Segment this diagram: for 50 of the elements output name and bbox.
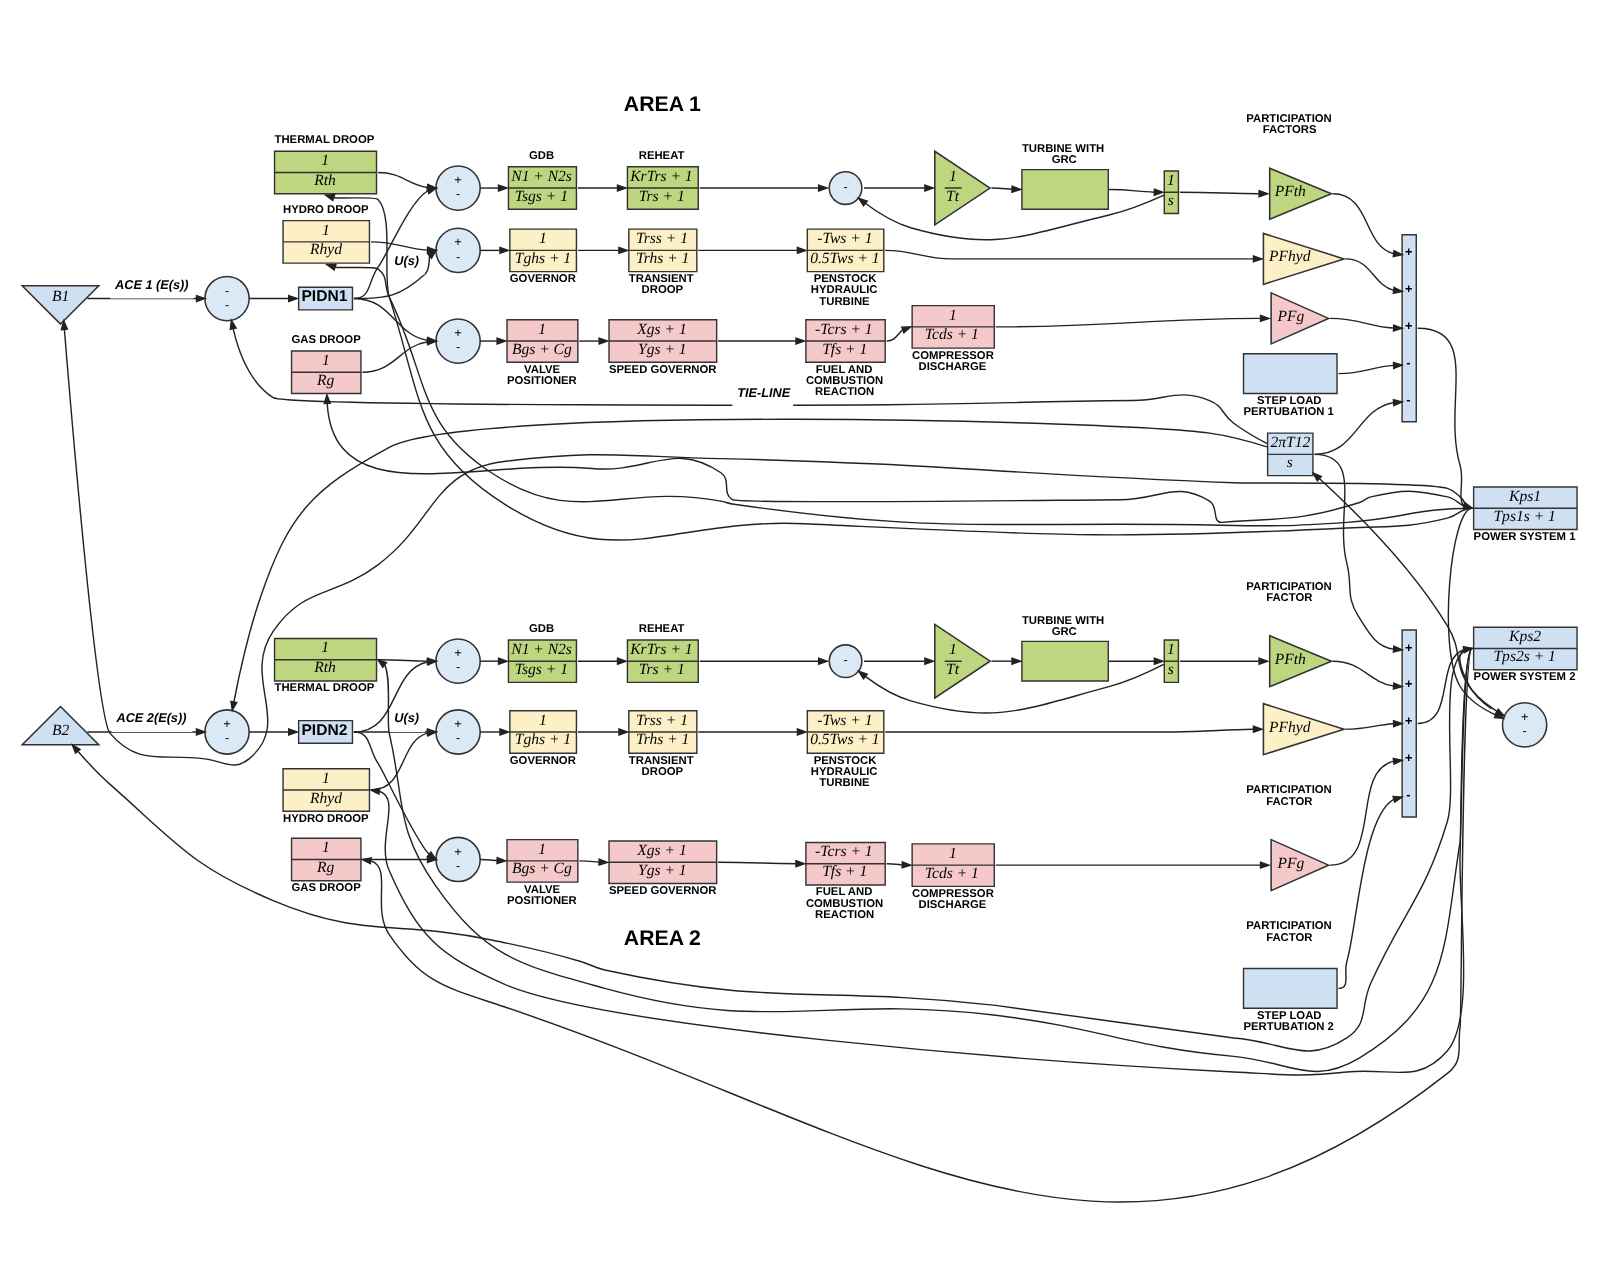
arrow bbox=[990, 657, 1023, 666]
arrow bbox=[1311, 471, 1505, 717]
arrow bbox=[1179, 657, 1270, 666]
arrow bbox=[248, 728, 300, 736]
arrow bbox=[698, 657, 830, 666]
arrow bbox=[577, 728, 630, 736]
arrow bbox=[479, 657, 510, 666]
arrow bbox=[856, 663, 1165, 714]
arrow bbox=[1332, 193, 1405, 258]
arrow bbox=[698, 184, 830, 193]
arrow bbox=[884, 725, 1265, 734]
arrow bbox=[856, 194, 1165, 241]
arrow bbox=[1108, 188, 1165, 197]
label: AREA 2 bbox=[623, 927, 701, 952]
arrow bbox=[717, 859, 807, 868]
arrow bbox=[1337, 795, 1405, 990]
arrow bbox=[1344, 719, 1405, 730]
arrow bbox=[717, 337, 807, 346]
arrow bbox=[1337, 361, 1405, 375]
arrow bbox=[578, 858, 610, 866]
arrow bbox=[479, 337, 508, 346]
arrow bbox=[1329, 757, 1405, 866]
arrow bbox=[577, 657, 629, 666]
arrow bbox=[577, 184, 629, 193]
arrow bbox=[1313, 398, 1405, 456]
arrow bbox=[1329, 317, 1405, 332]
arrow bbox=[697, 246, 809, 255]
arrow bbox=[1108, 657, 1165, 666]
arrow bbox=[885, 860, 913, 869]
arrow bbox=[1313, 453, 1405, 654]
arrow bbox=[1179, 189, 1270, 198]
arrow bbox=[479, 246, 511, 255]
arrow bbox=[230, 418, 1268, 713]
arrow bbox=[479, 728, 511, 736]
arrow bbox=[86, 728, 208, 736]
arrow bbox=[863, 657, 936, 666]
label: AREA 1 bbox=[623, 92, 701, 117]
arrow bbox=[885, 326, 913, 342]
arrow bbox=[863, 184, 936, 193]
arrow bbox=[995, 861, 1272, 870]
arrow bbox=[697, 728, 809, 736]
arrow bbox=[577, 246, 630, 255]
arrow bbox=[578, 337, 610, 346]
arrow bbox=[1332, 660, 1405, 690]
arrow bbox=[248, 294, 300, 303]
arrow bbox=[995, 314, 1272, 328]
arrow bbox=[884, 249, 1265, 263]
arrow bbox=[479, 184, 510, 193]
arrow bbox=[1344, 258, 1405, 295]
arrow bbox=[990, 185, 1023, 194]
